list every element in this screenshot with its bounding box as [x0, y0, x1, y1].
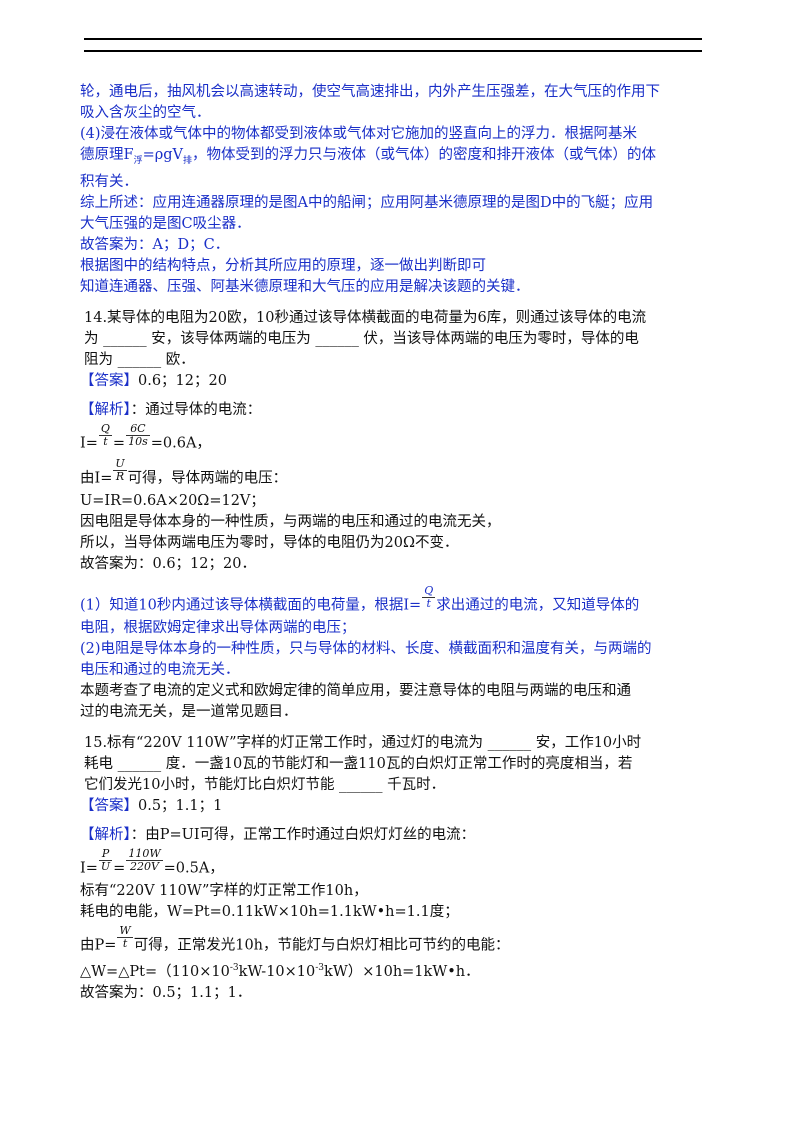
text-line: 积有关． [80, 173, 138, 190]
numerator: Q [100, 421, 110, 435]
question-14: 14.某导体的电阻为20欧，10秒通过该导体横截面的电荷量为6库，则通过该导体的… [80, 308, 708, 723]
question-text: 它们发光10小时，节能灯比白炽灯节能 ______ 千瓦时． [84, 776, 446, 793]
explain-line: (2)电阻是导体本身的一种性质，只与导体的材料、长度、横截面积和温度有关，与两端… [80, 640, 652, 657]
denominator: t [98, 434, 112, 448]
text-line: 因电阻是导体本身的一种性质，与两端的电压和通过的电流无关， [80, 513, 501, 530]
denominator: t [117, 936, 133, 950]
question-text: 阻为 ______ 欧． [84, 351, 195, 368]
text-line: 知道连通器、压强、阿基米德原理和大气压的应用是解决该题的关键． [80, 278, 530, 295]
denominator: 220V [126, 859, 163, 873]
text-line: 故答案为：0.6；12；20． [80, 555, 256, 572]
text-segment: 由P= [80, 937, 117, 954]
subscript: 浮 [133, 155, 143, 166]
text-line: 标有“220V 110W”字样的灯正常工作10h， [80, 882, 368, 899]
question-text: 14.某导体的电阻为20欧，10秒通过该导体横截面的电荷量为6库，则通过该导体的… [84, 309, 647, 326]
subscript: 排 [183, 155, 193, 166]
numerator: 6C [130, 421, 146, 435]
answer-tag: 【答案】 [80, 797, 138, 814]
text-segment: ：通过导体的电流： [130, 401, 262, 418]
analysis-line: 【解析】：由P=UI可得，正常工作时通过白炽灯灯丝的电流： [80, 825, 708, 846]
header-rule-top [84, 38, 702, 40]
explain-line: 过的电流无关，是一道常见题目． [80, 703, 298, 720]
question-15: 15.标有“220V 110W”字样的灯正常工作时，通过灯的电流为 ______… [80, 733, 708, 1004]
text-segment: kW-10×10 [238, 963, 316, 980]
text-segment: (1）知道10秒内通过该导体横截面的电荷量，根据I= [80, 597, 422, 614]
explain-line: 本题考查了电流的定义式和欧姆定律的简单应用，要注意导体的电阻与两端的电压和通 [80, 682, 631, 699]
analysis-tag: 【解析】 [80, 826, 131, 843]
answer-tag: 【答案】 [80, 372, 138, 389]
text-line: △W=△Pt=（110×10-3kW-10×10-3kW）×10h=1kW•h． [80, 958, 708, 983]
text-line: 耗电的电能，W=Pt=0.11kW×10h=1.1kW•h=1.1度； [80, 903, 459, 920]
text-segment: △W=△Pt=（110×10 [80, 963, 230, 980]
text-segment: = [113, 860, 126, 877]
document-body: 轮，通电后，抽风机会以高速转动，使空气高速排出，内外产生压强差，在大气压的作用下… [80, 82, 708, 1004]
text-segment: 由I= [80, 470, 113, 487]
superscript: -3 [315, 962, 325, 973]
text-line: (4)浸在液体或气体中的物体都受到液体或气体对它施加的竖直向上的浮力．根据阿基米 [80, 126, 638, 142]
text-segment: 求出通过的电流，又知道导体的 [436, 597, 640, 614]
answer-value: 0.6；12；20 [138, 372, 227, 389]
text-segment: I= [80, 860, 98, 877]
text-segment: 德原理F [80, 147, 134, 163]
text-segment: =0.5A， [163, 860, 224, 877]
explain-line: 电压和通过的电流无关． [80, 661, 240, 678]
question-text: 为 ______ 安，该导体两端的电压为 ______ 伏，当该导体两端的电压为… [84, 330, 639, 347]
text-segment: =0.6A， [150, 435, 211, 452]
answer-line: 【答案】0.5；1.1；1 [80, 796, 708, 817]
text-line: 吸入含灰尘的空气． [80, 105, 211, 121]
numerator: W [119, 923, 131, 937]
denominator: R [113, 469, 127, 483]
text-segment: ，物体受到的浮力只与液体（或气体）的密度和排开液体（或气体）的体 [192, 147, 657, 163]
numerator: P [101, 846, 110, 860]
text-line: U=IR=0.6A×20Ω=12V； [80, 492, 265, 509]
answer-line: 【答案】0.6；12；20 [80, 371, 708, 392]
text-segment: 可得，正常发光10h，节能灯与白炽灯相比可节约的电能： [133, 937, 510, 954]
denominator: U [98, 859, 113, 873]
numerator: U [115, 456, 125, 470]
superscript: -3 [229, 962, 239, 973]
text-line: 轮，通电后，抽风机会以高速转动，使空气高速排出，内外产生压强差，在大气压的作用下 [80, 84, 660, 100]
text-line: 德原理F浮=ρgV排，物体受到的浮力只与液体（或气体）的密度和排开液体（或气体）… [80, 145, 708, 172]
text-line: 故答案为：0.5；1.1；1． [80, 984, 252, 1001]
question-text: 耗电 ______ 度．一盏10瓦的节能灯和一盏110瓦的白炽灯正常工作时的亮度… [84, 755, 633, 772]
text-line: 所以，当导体两端电压为零时，导体的电阻仍为20Ω不变． [80, 534, 459, 551]
analysis-tag: 【解析】 [80, 401, 131, 418]
text-line: 根据图中的结构特点，分析其所应用的原理，逐一做出判断即可 [80, 257, 486, 274]
text-line: 故答案为：A；D；C． [80, 236, 230, 253]
answer-value: 0.5；1.1；1 [138, 797, 223, 814]
header-rule-bottom [84, 50, 702, 52]
text-segment: = [112, 435, 126, 452]
denominator: t [422, 596, 436, 610]
text-line: 大气压强的是图C吸尘器． [80, 215, 251, 232]
previous-explanation: 轮，通电后，抽风机会以高速转动，使空气高速排出，内外产生压强差，在大气压的作用下… [80, 82, 708, 298]
explain-line: 电阻，根据欧姆定律求出导体两端的电压； [80, 619, 356, 636]
analysis-line: 【解析】：通过导体的电流： [80, 400, 708, 421]
question-text: 15.标有“220V 110W”字样的灯正常工作时，通过灯的电流为 ______… [84, 734, 642, 751]
denominator: 10s [126, 434, 150, 448]
text-segment: 可得，导体两端的电压： [127, 470, 288, 487]
numerator: Q [424, 583, 434, 597]
text-line: 综上所述：应用连通器原理的是图A中的船闸；应用阿基米德原理的是图D中的飞艇；应用 [80, 194, 654, 211]
text-segment: kW）×10h=1kW•h． [324, 963, 480, 980]
text-segment: =ρgV [142, 147, 184, 163]
text-segment: ：由P=UI可得，正常工作时通过白炽灯灯丝的电流： [130, 826, 476, 843]
text-segment: I= [80, 435, 98, 452]
numerator: 110W [128, 846, 161, 860]
